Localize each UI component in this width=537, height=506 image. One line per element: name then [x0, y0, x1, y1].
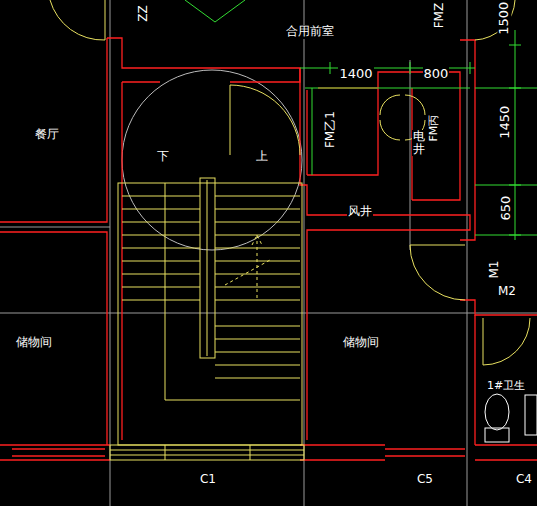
plan-label: ZZ: [136, 5, 149, 23]
top-mark: [185, 0, 245, 22]
plan-label: 合用前室: [285, 25, 335, 38]
plan-label: 餐厅: [34, 128, 60, 141]
plan-label: 电井: [412, 130, 426, 156]
plan-label: 800: [423, 67, 450, 81]
plan-label: M1: [488, 260, 501, 280]
doors: [50, 0, 530, 365]
stair-arrow: [225, 235, 270, 300]
plan-label: C4: [515, 473, 533, 486]
stair-treads: [122, 196, 300, 378]
plan-label: FM乙1: [323, 111, 336, 150]
toilet-symbol: [485, 394, 537, 442]
plan-label: 650: [499, 195, 513, 222]
plan-label: 上: [255, 150, 269, 163]
plan-label: M2: [497, 285, 517, 298]
dimension-lines: [300, 30, 537, 240]
plan-label: C1: [199, 473, 217, 486]
plan-label: 1500: [498, 0, 512, 35]
plan-label: 风井: [347, 205, 373, 218]
window-c1: [110, 445, 304, 460]
guide-circle: [122, 70, 302, 250]
plan-label: 储物间: [15, 336, 53, 349]
plan-label: 1#卫生: [486, 380, 526, 392]
walls: [0, 38, 537, 460]
plan-label: FMZ: [433, 2, 446, 29]
plan-label: 1450: [499, 104, 513, 139]
plan-label: C5: [416, 473, 434, 486]
plan-label: 储物间: [342, 336, 380, 349]
plan-label: 下: [156, 150, 170, 163]
plan-label: 1400: [338, 67, 373, 81]
stair: [118, 178, 302, 445]
plan-label: FM丙: [428, 114, 440, 143]
